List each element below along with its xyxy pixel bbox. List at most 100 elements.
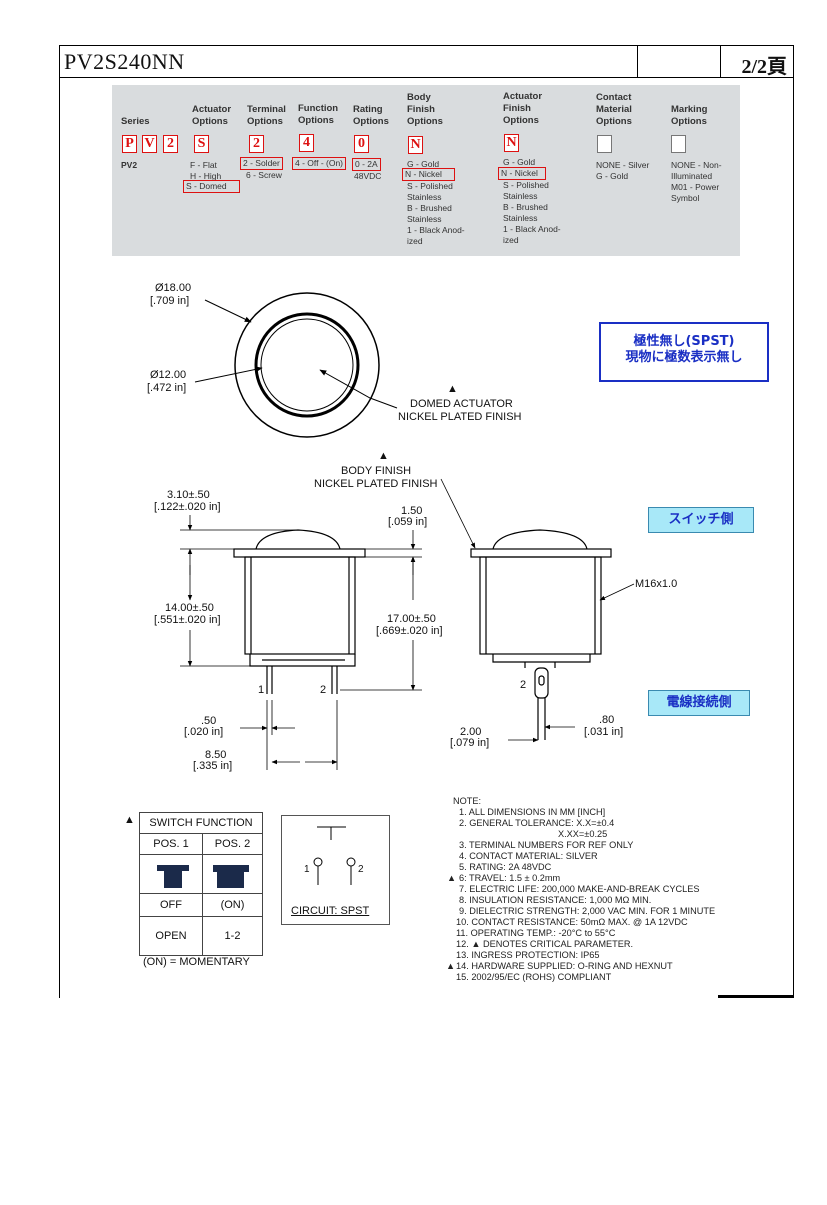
note-5: 5. RATING: 2A 48VDC [459,862,552,872]
terminal-screw: 6 - Screw [246,170,282,180]
body-stainless-2: Stainless [407,214,442,224]
title-block: PV2S240NN 2/2頁 [59,45,794,78]
dim-14-00: 14.00±.50 [165,602,214,614]
state-on: (ON) [202,893,263,917]
body-finish-note-1: BODY FINISH [341,465,412,477]
page-number: 2/2頁 [741,56,787,78]
state-off: OFF [139,893,203,917]
circuit-terminal-2: 2 [358,864,364,875]
header-contact-material: Contact Material Options [596,92,632,127]
actfin-stainless-1: Stainless [503,191,538,201]
dim-0-50: .50 [201,715,217,727]
thread-label: M16x1.0 [635,578,678,590]
top-view-drawing [194,292,398,438]
code-box-actuator-finish: N [504,134,519,152]
body-black: 1 - Black Anod- [407,225,465,235]
polarity-line-1: 極性無し(SPST) [633,334,735,349]
dim-17-00: 17.00±.50 [387,613,436,625]
marking-none: NONE - Non- [671,160,722,170]
note-3: 3. TERMINAL NUMBERS FOR REF ONLY [459,840,634,850]
actfin-brushed: B - Brushed [503,202,548,212]
ordering-code-panel: Series Actuator Options Terminal Options… [112,85,740,256]
body-nickel-selected: N - Nickel [402,168,455,181]
note-8: 8. INSULATION RESISTANCE: 1,000 MΩ MIN. [459,895,652,905]
function-selected: 4 - Off - (On) [292,157,347,170]
dim-2-00: 2.00 [460,726,482,738]
switch-function-title: SWITCH FUNCTION [139,812,263,834]
actfin-nickel-selected: N - Nickel [498,167,546,180]
dim-1-50-in: [.059 in] [388,516,428,528]
actfin-ized: ized [503,235,519,245]
header-actuator-finish: Actuator Finish Options [503,91,543,126]
note-15: 15. 2002/95/EC (ROHS) COMPLIANT [456,972,612,982]
dim-outer-dia-in: [.709 in] [150,295,190,307]
critical-triangle-icon: ▲ [378,450,389,462]
code-box-1: P [122,135,137,153]
body-gold: G - Gold [407,159,440,169]
header-terminal: Terminal Options [247,104,286,127]
contact-open: OPEN [139,916,203,956]
note-6: 6: TRAVEL: 1.5 ± 0.2mm [459,873,561,883]
actuator-high: H - High [190,171,222,181]
dim-14-00-in: [.551±.020 in] [154,614,221,626]
part-number-title: PV2S240NN [64,49,185,74]
terminal-1-label: 1 [258,684,265,696]
pos1-header: POS. 1 [139,833,203,855]
note-4: 4. CONTACT MATERIAL: SILVER [459,851,598,861]
terminal-2-label-right: 2 [520,679,527,691]
actfin-gold: G - Gold [503,157,536,167]
pos1-icon-cell [139,854,203,894]
header-function: Function Options [298,103,339,126]
code-box-body-finish: N [408,136,423,154]
note-11: 11. OPERATING TEMP.: -20°C to 55°C [456,928,616,938]
pos2-header: POS. 2 [202,833,263,855]
side-dimensions [180,515,422,770]
critical-triangle-icon: ▲ [124,814,135,826]
critical-triangle-icon: ▲ [446,961,456,971]
note-10: 10. CONTACT RESISTANCE: 50mΩ MAX. @ 1A 1… [456,917,688,927]
code-box-marking [671,135,686,153]
contact-1-2: 1-2 [202,916,263,956]
note-1: 1. ALL DIMENSIONS IN MM [INCH] [459,807,606,817]
note-14: 14. HARDWARE SUPPLIED: O-RING AND HEXNUT [456,961,673,971]
side-view-right [440,478,635,743]
dim-0-80: .80 [599,714,615,726]
title-blank-cell [637,46,721,77]
dim-0-80-in: [.031 in] [584,726,624,738]
note-2b: X.XX=±0.25 [558,829,608,839]
body-finish-note-2: NICKEL PLATED FINISH [314,478,438,490]
code-box-rating: 0 [354,135,369,153]
dim-1-50: 1.50 [401,505,423,517]
notes-title: NOTE: [453,796,482,806]
terminal-solder-selected: 2 - Solder [240,157,283,170]
marking-illuminated: Illuminated [671,171,713,181]
actuator-note-1: DOMED ACTUATOR [410,398,513,410]
bottom-bar [718,995,794,998]
critical-triangle-icon: ▲ [447,383,458,395]
header-series: Series [121,116,150,127]
body-stainless-1: Stainless [407,192,442,202]
actuator-flat: F - Flat [190,160,217,170]
note-13: 13. INGRESS PROTECTION: IP65 [456,950,600,960]
dim-2-00-in: [.079 in] [450,737,490,749]
momentary-footnote: (ON) = MOMENTARY [143,956,250,968]
marking-symbol: Symbol [671,193,700,203]
actfin-black: 1 - Black Anod- [503,224,561,234]
header-marking: Marking Options [671,104,708,127]
code-box-terminal: 2 [249,135,264,153]
polarity-line-2: 現物に極数表示無し [625,350,743,365]
actfin-polished: S - Polished [503,180,549,190]
note-2: 2. GENERAL TOLERANCE: X.X=±0.4 [459,818,615,828]
dim-outer-dia: Ø18.00 [155,282,192,294]
dim-17-00-in: [.669±.020 in] [376,625,443,637]
note-12: 12. ▲ DENOTES CRITICAL PARAMETER. [456,939,634,949]
code-box-2: V [142,135,157,153]
dim-inner-dia-in: [.472 in] [147,382,187,394]
dim-8-50-in: [.335 in] [193,760,233,772]
circuit-terminal-1: 1 [304,864,310,875]
critical-triangle-icon: ▲ [447,873,457,883]
note-7: 7. ELECTRIC LIFE: 200,000 MAKE-AND-BREAK… [459,884,700,894]
code-box-contact [597,135,612,153]
